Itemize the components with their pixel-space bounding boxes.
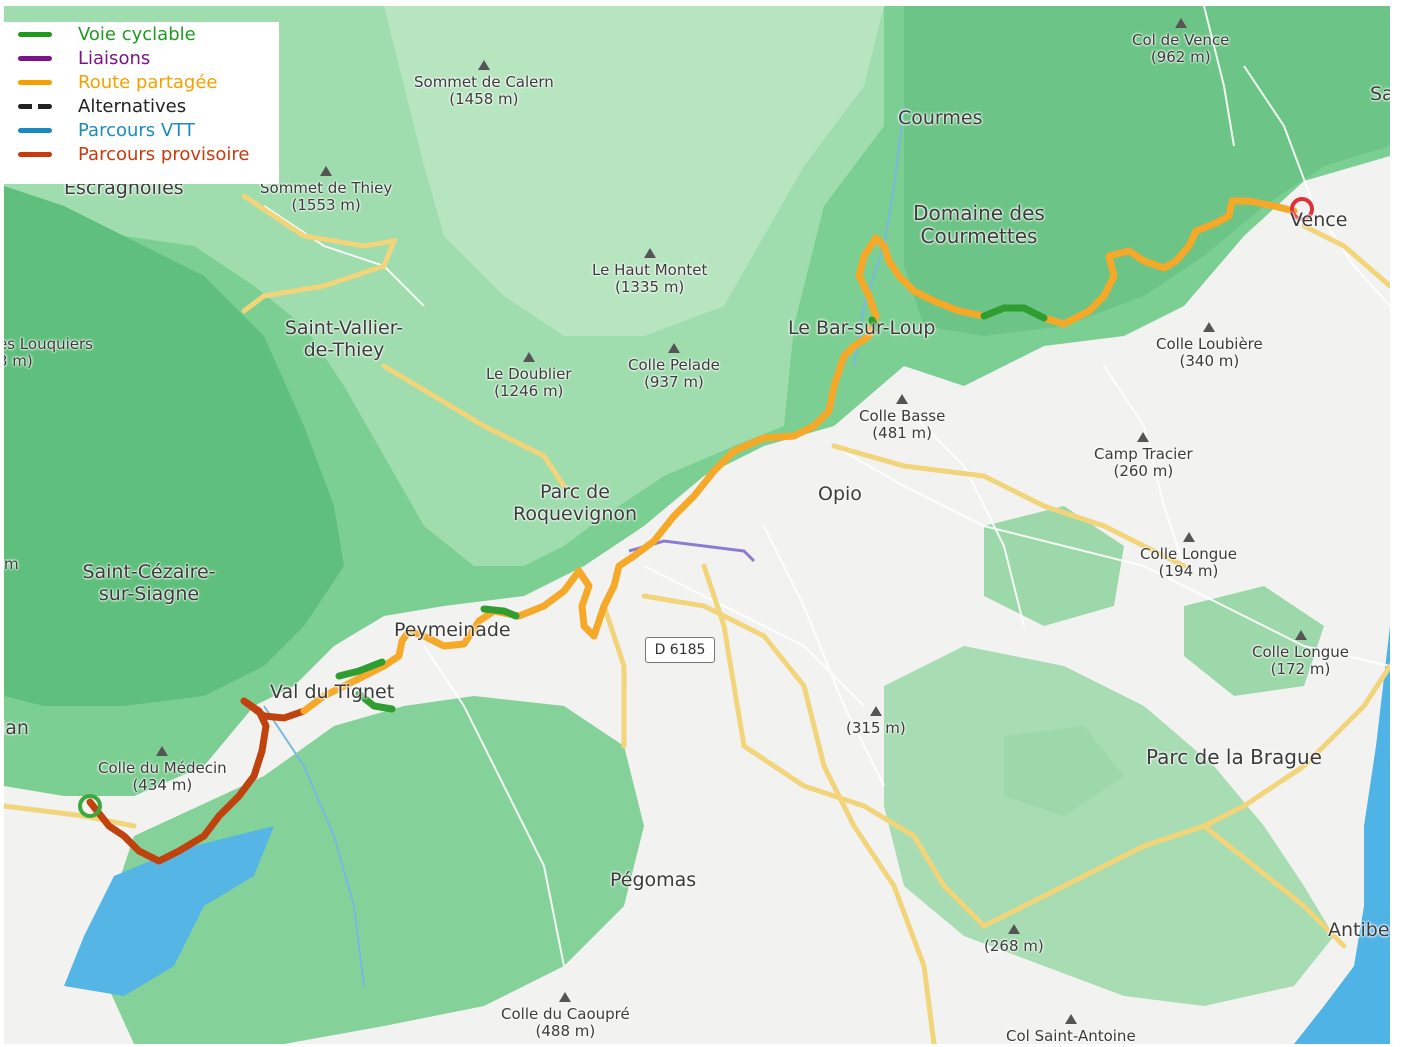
legend-swatch — [18, 55, 52, 61]
river-siagne — [263, 705, 365, 987]
peak-icon — [1182, 532, 1195, 542]
place-domaine-des-courmettes-label: Domaine des Courmettes — [913, 201, 1045, 248]
legend-label: Liaisons — [78, 47, 151, 69]
place-saint-vallier: Saint-Vallier-de-Thiey — [284, 317, 404, 362]
legend-item-parcours-provisoire: Parcours provisoire — [18, 142, 249, 166]
map-canvas[interactable] — [4, 6, 1390, 1044]
legend-item-voie-cyclable: Voie cyclable — [18, 22, 196, 46]
peak-icon — [320, 166, 333, 176]
forest-area-south — [94, 696, 644, 1044]
place-parc-de-roquevignon: Parc de Roquevignon — [500, 481, 650, 526]
place-saint-vallier-label: Saint-Vallier-de-Thiey — [284, 317, 404, 361]
sea-area — [1294, 626, 1390, 1044]
place-m-edge: m — [4, 555, 19, 573]
peak-icon — [559, 992, 572, 1002]
peak-colle-loubiere: Colle Loubière (340 m) — [1156, 322, 1263, 371]
forest-area-west — [4, 186, 344, 706]
forest-patches-east — [984, 506, 1324, 816]
place-saint-cezaire: Saint-Cézaire-sur-Siagne — [74, 561, 224, 606]
peak-unnamed-315: (315 m) — [846, 706, 906, 737]
legend-label: Parcours provisoire — [78, 143, 250, 165]
route-shared-road-east — [1040, 197, 1298, 328]
place-pegomas: Pégomas — [610, 869, 697, 891]
peak-icon — [667, 343, 680, 353]
route-cycle-lane-tignet — [335, 658, 386, 680]
legend-item-liaisons: Liaisons — [18, 46, 150, 70]
place-parc-de-roquevignon-label: Parc de Roquevignon — [512, 481, 638, 525]
peak-sommet-de-thiey: Sommet de Thiey (1553 m) — [260, 166, 392, 215]
peak-colle-du-medecin: Colle du Médecin (434 m) — [98, 746, 227, 795]
route-provisional — [86, 697, 270, 865]
forest-area-southeast — [884, 646, 1334, 1006]
peak-icon — [1137, 432, 1150, 442]
peak-sommet-de-calern: Sommet de Calern (1458 m) — [414, 60, 554, 109]
peak-colle-longue-194: Colle Longue (194 m) — [1140, 532, 1237, 581]
legend-swatch — [18, 151, 52, 157]
route-cycle-lane-peymeinade — [480, 605, 520, 620]
peak-colle-basse: Colle Basse (481 m) — [859, 394, 945, 443]
peak-colle-du-caoupre: Colle du Caoupré (488 m) — [501, 992, 630, 1041]
peak-icon — [1294, 630, 1307, 640]
peak-col-saint-antoine: Col Saint-Antoine — [1006, 1014, 1136, 1044]
legend-label: Route partagée — [78, 71, 218, 93]
peak-le-haut-montet: Le Haut Montet (1335 m) — [592, 248, 707, 297]
place-val-du-tignet: Val du Tignet — [270, 681, 395, 703]
place-antibes: Antibe — [1328, 919, 1390, 941]
place-parc-de-la-brague: Parc de la Brague — [1146, 745, 1322, 769]
forest-area-high — [384, 6, 884, 336]
peak-unnamed-268: (268 m) — [984, 924, 1044, 955]
legend-label: Parcours VTT — [78, 119, 195, 141]
peak-camp-tracier: Camp Tracier (260 m) — [1094, 432, 1193, 481]
peak-icon — [1203, 322, 1216, 332]
forest-area-east — [904, 6, 1390, 336]
peak-icon — [896, 394, 909, 404]
legend-swatch — [18, 127, 52, 133]
peak-icon — [643, 248, 656, 258]
legend-swatch-dashed — [18, 103, 52, 109]
peak-icon — [869, 706, 882, 716]
road-shield-d6185: D 6185 — [645, 637, 715, 663]
peak-icon — [522, 352, 535, 362]
legend-label: Alternatives — [78, 95, 187, 117]
map-legend: Voie cyclable Liaisons Route partagée Al… — [4, 22, 279, 184]
legend-item-route-partagee: Route partagée — [18, 70, 218, 94]
place-saint-cezaire-label: Saint-Cézaire-sur-Siagne — [82, 561, 216, 605]
peak-icon — [156, 746, 169, 756]
peak-colle-pelade: Colle Pelade (937 m) — [628, 343, 720, 392]
legend-item-alternatives: Alternatives — [18, 94, 186, 118]
route-cycle-lane-bar — [868, 316, 880, 332]
place-sa-edge: Sa — [1370, 83, 1390, 105]
legend-label: Voie cyclable — [78, 23, 196, 45]
route-cycle-lane-courmettes — [980, 304, 1048, 322]
place-courmes: Courmes — [898, 107, 983, 129]
peak-colle-longue-172: Colle Longue (172 m) — [1252, 630, 1349, 679]
peak-icon — [1064, 1014, 1077, 1024]
route-end-marker — [1290, 197, 1314, 221]
place-opio: Opio — [818, 483, 862, 505]
map-view[interactable]: Col de Vence (962 m) Sommet de Calern (1… — [4, 6, 1390, 1044]
legend-item-parcours-vtt: Parcours VTT — [18, 118, 195, 142]
place-vence: Vence — [1290, 209, 1348, 231]
peak-icon — [477, 60, 490, 70]
minor-roads — [263, 6, 1390, 967]
place-ian-edge: ian — [4, 717, 29, 739]
peak-icon — [1007, 924, 1020, 934]
peak-icon — [1174, 18, 1187, 28]
route-shared-road — [300, 234, 988, 715]
legend-swatch — [18, 31, 52, 37]
route-provisional-connector — [240, 697, 308, 722]
place-le-bar-sur-loup: Le Bar-sur-Loup — [788, 317, 936, 339]
peak-les-louquiers: es Louquiers 3 m) — [4, 335, 93, 371]
route-start-marker — [78, 794, 102, 818]
peak-col-de-vence: Col de Vence (962 m) — [1132, 18, 1229, 67]
peak-le-doublier: Le Doublier (1246 m) — [486, 352, 572, 401]
place-peymeinade: Peymeinade — [394, 619, 511, 641]
major-roads — [4, 193, 1390, 1044]
place-domaine-des-courmettes: Domaine des Courmettes — [904, 202, 1054, 248]
legend-swatch — [18, 79, 52, 85]
route-cycle-lane-tignet-loop — [355, 690, 396, 713]
lake-saint-cassien — [64, 826, 274, 996]
